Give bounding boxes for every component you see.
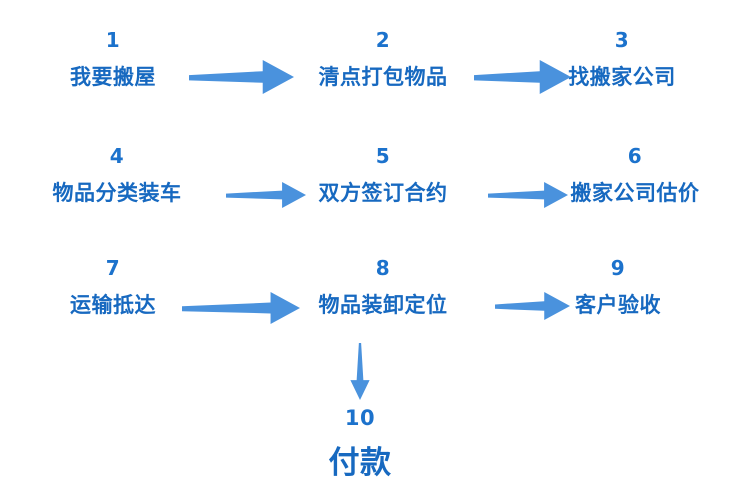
step-number-6: 6 xyxy=(627,144,643,168)
step-number-1: 1 xyxy=(105,28,121,52)
step-number-3: 3 xyxy=(614,28,630,52)
step-number-2: 2 xyxy=(375,28,391,52)
flow-step-9[interactable]: 9 客户验收 xyxy=(575,258,661,316)
step-label-5: 双方签订合约 xyxy=(318,181,448,205)
flow-step-6[interactable]: 6 搬家公司估价 xyxy=(571,146,700,204)
arrow-step7-to-step8-icon xyxy=(182,292,300,324)
flow-step-3[interactable]: 3 找搬家公司 xyxy=(568,30,676,88)
arrow-step8-to-step10-icon xyxy=(344,343,376,400)
arrow-step4-to-step5-icon xyxy=(226,182,306,208)
step-label-6: 搬家公司估价 xyxy=(570,181,700,205)
step-label-7: 运输抵达 xyxy=(70,293,156,317)
step-number-4: 4 xyxy=(109,144,125,168)
flow-step-7[interactable]: 7 运输抵达 xyxy=(70,258,156,316)
step-number-9: 9 xyxy=(610,256,626,280)
flow-step-8[interactable]: 8 物品装卸定位 xyxy=(319,258,448,316)
arrow-step5-to-step6-icon xyxy=(488,182,568,208)
arrow-step2-to-step3-icon xyxy=(474,60,571,94)
arrow-step1-to-step2-icon xyxy=(189,60,294,94)
step-label-10: 付款 xyxy=(328,445,392,481)
step-number-5: 5 xyxy=(375,144,391,168)
step-label-8: 物品装卸定位 xyxy=(318,293,448,317)
step-number-7: 7 xyxy=(105,256,121,280)
flow-step-2[interactable]: 2 清点打包物品 xyxy=(319,30,448,88)
step-number-10: 10 xyxy=(344,406,376,430)
step-label-9: 客户验收 xyxy=(575,293,661,317)
step-label-3: 找搬家公司 xyxy=(568,65,676,89)
flow-step-10[interactable]: 10 付款 xyxy=(329,408,392,479)
flow-step-5[interactable]: 5 双方签订合约 xyxy=(319,146,448,204)
step-number-8: 8 xyxy=(375,256,391,280)
step-label-2: 清点打包物品 xyxy=(318,65,448,89)
flow-step-4[interactable]: 4 物品分类装车 xyxy=(53,146,182,204)
arrow-step8-to-step9-icon xyxy=(495,292,570,320)
step-label-1: 我要搬屋 xyxy=(70,65,156,89)
flow-step-1[interactable]: 1 我要搬屋 xyxy=(70,30,156,88)
step-label-4: 物品分类装车 xyxy=(52,181,182,205)
